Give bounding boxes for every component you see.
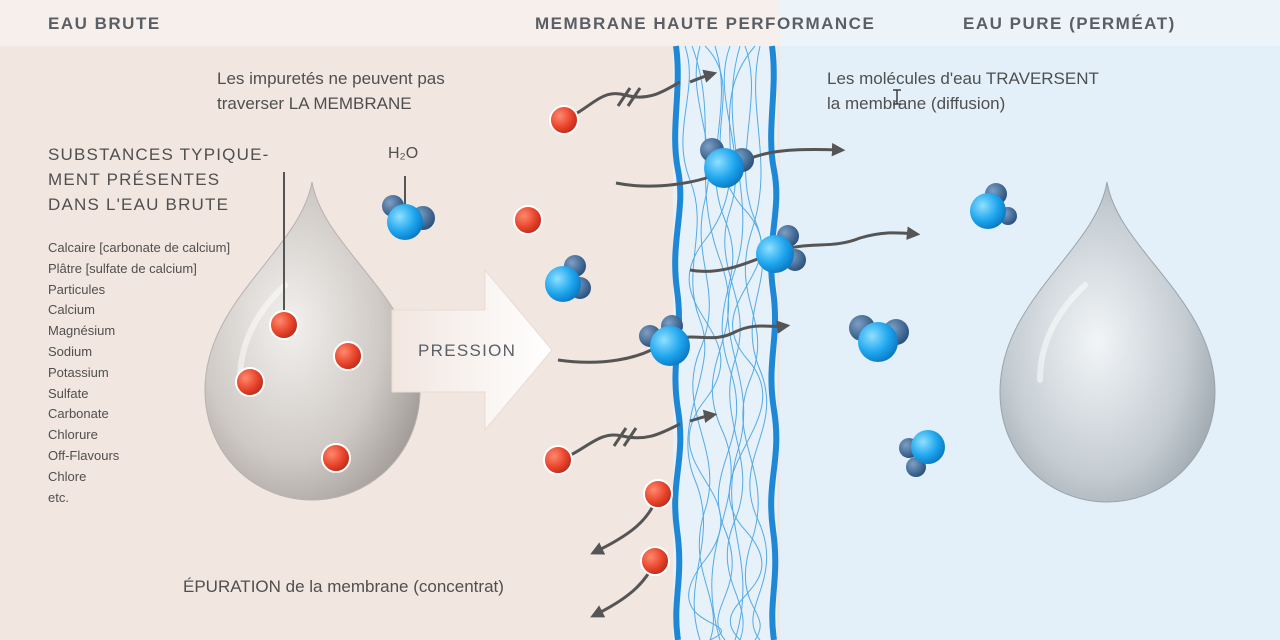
pressure-label: PRESSION — [418, 341, 517, 360]
impurity-particle — [269, 310, 299, 340]
pure-water-droplet — [999, 181, 1216, 503]
header-raw-water: EAU BRUTE — [48, 14, 161, 33]
purification-caption: ÉPURATION de la membrane (concentrat) — [183, 577, 504, 596]
water-caption-line1: Les molécules d'eau TRAVERSENT — [827, 69, 1099, 88]
water-molecule — [849, 315, 909, 362]
substance-item: Carbonate — [48, 406, 109, 422]
substance-item: Magnésium — [48, 323, 116, 339]
impurity-particle — [333, 341, 363, 371]
impurity-particle — [543, 445, 573, 475]
substance-item: Chlore — [48, 468, 87, 484]
impurities-caption-line2: traverser LA MEMBRANE — [217, 94, 412, 113]
pressure-arrow — [391, 268, 553, 432]
substance-item: Plâtre [sulfate de calcium] — [48, 260, 197, 276]
water-molecule — [545, 255, 591, 302]
droplet-shine-right — [1037, 282, 1088, 383]
substance-item: Potassium — [48, 364, 109, 380]
impurities-caption: Les impuretés ne peuvent pas traverser L… — [217, 66, 445, 116]
impurities-caption-line1: Les impuretés ne peuvent pas — [217, 69, 445, 88]
water-molecule — [899, 430, 945, 477]
substance-item: etc. — [48, 489, 69, 505]
header-bar-right — [780, 0, 1280, 46]
water-molecule — [756, 225, 806, 273]
substances-title: SUBSTANCES TYPIQUE- MENT PRÉSENTES DANS … — [48, 142, 270, 217]
substance-item: Sodium — [48, 343, 93, 359]
substances-title-line: MENT PRÉSENTES — [48, 170, 221, 189]
header-membrane: MEMBRANE HAUTE PERFORMANCE — [535, 14, 876, 33]
water-molecule — [639, 315, 690, 366]
substance-item: Calcaire [carbonate de calcium] — [48, 240, 231, 255]
impurity-particle — [321, 443, 351, 473]
substance-item: Chlorure — [48, 427, 98, 443]
header-pure-water: EAU PURE (PERMÉAT) — [963, 14, 1176, 33]
droplet-shine — [237, 282, 288, 383]
substances-title-line: SUBSTANCES TYPIQUE- — [48, 145, 270, 164]
blocked-path — [557, 69, 718, 462]
substance-item: Sulfate — [48, 385, 89, 401]
impurity-particle — [643, 479, 673, 509]
substance-item: Particules — [48, 281, 106, 297]
impurity-particle — [640, 546, 670, 576]
impurity-particle — [549, 105, 579, 135]
water-caption: Les molécules d'eau TRAVERSENT la membra… — [827, 66, 1099, 116]
impurity-particle — [235, 367, 265, 397]
water-molecule — [970, 183, 1017, 229]
impurity-particle — [513, 205, 543, 235]
water-molecule — [382, 195, 435, 240]
h2o-label: H₂O — [388, 145, 419, 162]
substances-list: Calcaire [carbonate de calcium] Plâtre [… — [48, 238, 230, 508]
text-cursor-icon — [893, 89, 901, 105]
water-caption-line2: la membrane (diffusion) — [827, 94, 1006, 113]
water-molecule — [700, 138, 754, 188]
substances-title-line: DANS L'EAU BRUTE — [48, 195, 230, 214]
substance-item: Calcium — [48, 302, 95, 318]
raw-water-droplet — [204, 181, 421, 501]
substance-item: Off-Flavours — [48, 447, 120, 463]
